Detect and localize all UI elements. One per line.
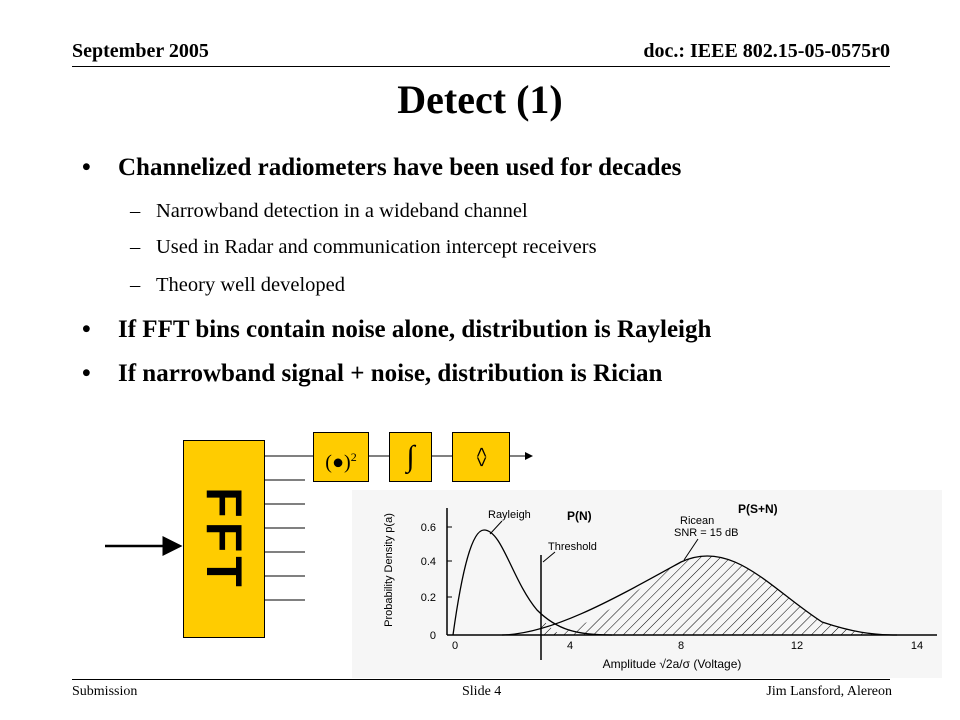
xtick-0: 0 <box>452 640 458 652</box>
bullet-2: •If FFT bins contain noise alone, distri… <box>82 316 712 343</box>
bullet-3: •If narrowband signal + noise, distribut… <box>82 360 663 387</box>
ricean-hatched-area <box>542 555 897 635</box>
noise-distribution-label: P(N) <box>567 509 592 523</box>
header-date: September 2005 <box>72 40 209 62</box>
footer-slide-number: Slide 4 <box>462 684 502 699</box>
bullet-1: •Channelized radiometers have been used … <box>82 154 682 181</box>
distribution-plot: 0 0.2 0.4 0.6 0 4 8 12 14 Amplitude √2a/… <box>352 490 942 678</box>
comparator-block: <> <box>452 432 510 482</box>
ricean-pointer <box>683 538 699 561</box>
plot-y-axis-label: Probability Density p(a) <box>383 513 395 627</box>
ricean-curve <box>501 555 898 636</box>
sub-bullet-2: –Used in Radar and communication interce… <box>130 236 597 258</box>
ytick-0: 0 <box>430 630 436 642</box>
fft-label: FFT <box>196 487 252 591</box>
plot-x-axis-label: Amplitude √2a/σ (Voltage) <box>603 657 742 671</box>
square-law-label: (●) <box>325 451 351 474</box>
rayleigh-label: Rayleigh <box>488 509 531 521</box>
block-diagram-wiring <box>105 452 533 601</box>
sub-bullet-3-text: Theory well developed <box>156 274 345 296</box>
slide-title: Detect (1) <box>397 77 563 122</box>
xtick-4: 14 <box>911 640 923 652</box>
footer-rule <box>72 679 890 680</box>
sub-bullet-3: –Theory well developed <box>130 274 345 296</box>
sub-bullet-1: –Narrowband detection in a wideband chan… <box>130 200 528 222</box>
signal-noise-distribution-label: P(S+N) <box>738 502 778 516</box>
header-rule <box>72 66 890 67</box>
threshold-pointer <box>542 551 556 563</box>
integrator-block: ∫ <box>389 432 432 482</box>
bullet-3-text: If narrowband signal + noise, distributi… <box>118 360 663 387</box>
bullet-2-text: If FFT bins contain noise alone, distrib… <box>118 316 712 343</box>
header-doc-id: doc.: IEEE 802.15-05-0575r0 <box>643 40 890 62</box>
xtick-3: 12 <box>791 640 803 652</box>
footer-submission: Submission <box>72 684 138 699</box>
bullet-1-text: Channelized radiometers have been used f… <box>118 154 682 181</box>
threshold-tail-area <box>541 618 562 635</box>
ytick-2: 0.4 <box>421 556 436 568</box>
threshold-label: Threshold <box>548 541 597 553</box>
xtick-2: 8 <box>678 640 684 652</box>
sub-bullet-2-text: Used in Radar and communication intercep… <box>156 236 597 258</box>
footer-author: Jim Lansford, Alereon <box>766 684 892 699</box>
rayleigh-curve <box>452 529 613 636</box>
square-law-block: (●)2 <box>313 432 369 482</box>
snr-label: SNR = 15 dB <box>674 527 739 539</box>
xtick-1: 4 <box>567 640 573 652</box>
integrator-symbol: ∫ <box>406 440 415 473</box>
sub-bullet-1-text: Narrowband detection in a wideband chann… <box>156 200 528 222</box>
square-law-exponent: 2 <box>350 450 357 464</box>
ytick-3: 0.6 <box>421 522 436 534</box>
ytick-1: 0.2 <box>421 592 436 604</box>
ricean-label: Ricean <box>680 515 714 527</box>
comparator-symbols: <> <box>471 446 492 467</box>
rayleigh-pointer <box>489 520 503 535</box>
fft-block: FFT <box>183 440 265 638</box>
